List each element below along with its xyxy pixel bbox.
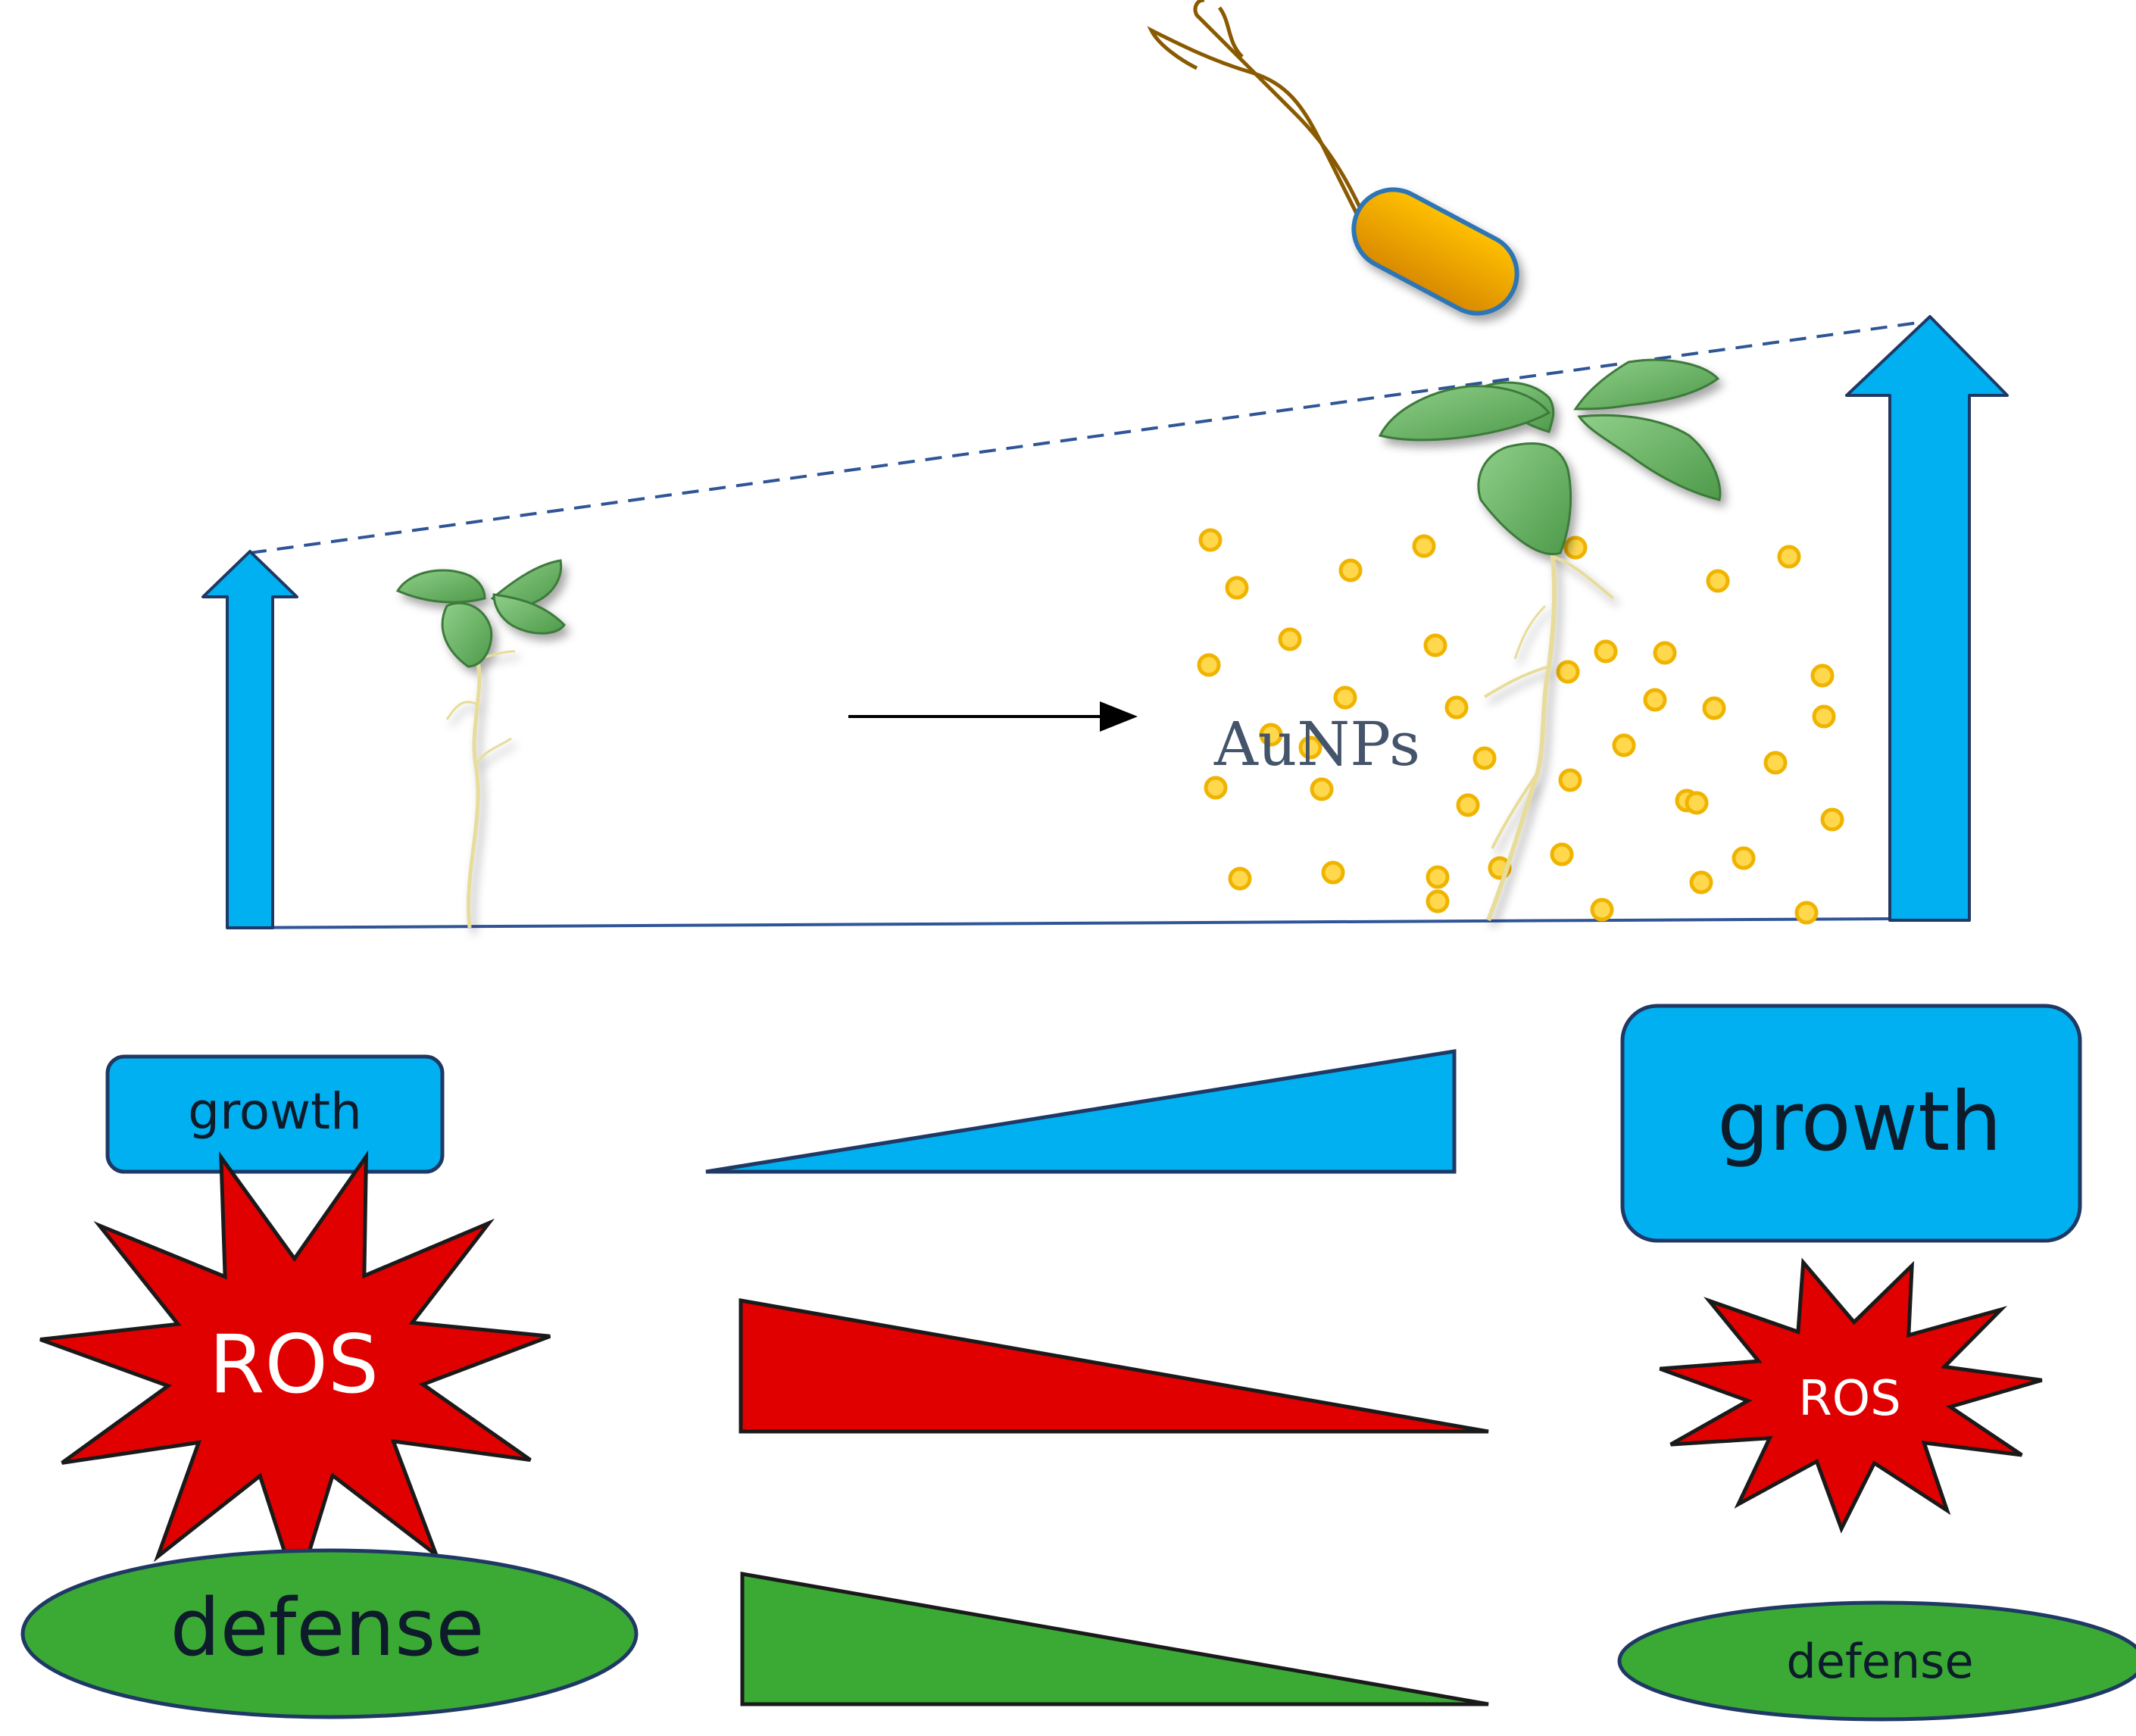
nanoparticle-dot xyxy=(1702,696,1726,720)
defense-ellipse-small xyxy=(1617,1600,2136,1722)
nanoparticle-dot xyxy=(1558,768,1582,792)
growth-box-large xyxy=(1620,1004,2082,1243)
nanoparticle-dot xyxy=(1426,865,1450,889)
ros-label-large: ROS xyxy=(209,1318,379,1411)
nanoparticle-dot xyxy=(1590,898,1614,922)
growth-label-large: growth xyxy=(1717,1075,2002,1169)
nanoparticle-dot xyxy=(1594,639,1618,663)
ros-decrease-wedge xyxy=(739,1298,1489,1434)
nanoparticle-dot xyxy=(1204,776,1228,800)
nanoparticle-dot xyxy=(1810,663,1835,688)
small-growth-arrow-icon xyxy=(201,550,298,929)
nanoparticle-dot xyxy=(1643,688,1667,712)
nanoparticle-dot xyxy=(1412,534,1436,558)
nanoparticle-dot xyxy=(1225,576,1249,600)
right-arrow-icon xyxy=(848,701,1138,732)
nanoparticle-dot xyxy=(1333,685,1357,710)
nanoparticle-dot xyxy=(1278,627,1302,651)
nanoparticle-dot xyxy=(1820,807,1844,832)
large-growth-arrow-icon xyxy=(1845,315,2009,922)
nanoparticle-dot xyxy=(1197,653,1221,677)
gold-nanoparticles xyxy=(1197,528,1844,925)
nanoparticle-dot xyxy=(1653,641,1677,665)
nanoparticle-dot xyxy=(1310,777,1334,801)
trend-wedges xyxy=(705,1049,1489,1706)
ros-starburst-large xyxy=(39,1150,551,1597)
growth-label-small: growth xyxy=(188,1082,362,1141)
nanoparticle-dot xyxy=(1444,695,1469,720)
nanoparticle-dot xyxy=(1689,870,1713,895)
nanoparticle-dot xyxy=(1259,723,1283,747)
nanoparticle-dot xyxy=(1685,791,1709,815)
nanoparticle-dot xyxy=(1763,751,1788,775)
nanoparticle-dot xyxy=(1777,545,1801,569)
growth-box-small xyxy=(105,1054,445,1174)
nanoparticle-dot xyxy=(1426,889,1450,913)
defense-label-small: defense xyxy=(1786,1634,1973,1689)
growth-increase-wedge xyxy=(705,1049,1457,1174)
nanoparticle-dot xyxy=(1456,793,1480,817)
right-column: growth ROS defense xyxy=(1617,1004,2136,1722)
nanoparticle-dot xyxy=(1321,860,1345,885)
nanoparticle-dot xyxy=(1556,660,1580,684)
growth-slope-dashed-line xyxy=(249,320,1925,554)
defense-decrease-wedge xyxy=(740,1572,1489,1706)
nanoparticle-dot xyxy=(1812,704,1836,729)
nanoparticle-dot xyxy=(1563,535,1588,560)
nanoparticle-dot xyxy=(1706,569,1730,593)
nanoparticle-dot xyxy=(1794,901,1819,925)
nanoparticle-dot xyxy=(1228,866,1252,891)
nanoparticle-dot xyxy=(1612,733,1636,757)
defense-label-large: defense xyxy=(170,1581,485,1674)
ros-label-small: ROS xyxy=(1798,1371,1900,1427)
plant-icon xyxy=(1378,358,1722,922)
top-panel: AuNPs xyxy=(201,0,2009,929)
seedling-icon xyxy=(395,559,566,929)
left-column: growth ROS defense xyxy=(20,1054,639,1719)
ros-starburst-small xyxy=(1659,1257,2043,1534)
baseline xyxy=(226,917,1894,929)
defense-ellipse-large xyxy=(20,1548,639,1719)
bacterium-icon xyxy=(1147,0,1519,316)
nanoparticle-dot xyxy=(1298,735,1323,760)
aunps-label: AuNPs xyxy=(1213,709,1420,779)
nanoparticle-dot xyxy=(1550,842,1574,866)
nanoparticle-dot xyxy=(1338,558,1363,582)
nanoparticle-dot xyxy=(1732,846,1756,870)
nanoparticle-dot xyxy=(1198,528,1223,552)
nanoparticle-dot xyxy=(1423,633,1447,657)
nanoparticle-dot xyxy=(1472,746,1497,770)
